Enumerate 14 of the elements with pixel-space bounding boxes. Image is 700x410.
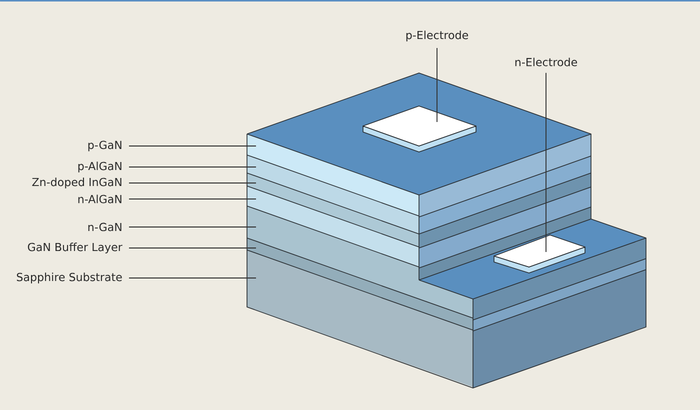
leader-line bbox=[128, 182, 256, 184]
layer-label: p-Electrode bbox=[406, 30, 468, 42]
layer-label: Sapphire Substrate bbox=[16, 272, 122, 284]
leader-line bbox=[128, 198, 256, 200]
layer-label: Zn-doped InGaN bbox=[32, 178, 122, 188]
leader-line bbox=[128, 166, 256, 168]
layer-label: p-GaN bbox=[88, 140, 122, 152]
layer-label: n-GaN bbox=[88, 222, 122, 232]
layer-label: GaN Buffer Layer bbox=[28, 242, 122, 254]
layer-label: n-AlGaN bbox=[78, 194, 122, 204]
layer-label: p-AlGaN bbox=[78, 162, 122, 172]
layer-label: n-Electrode bbox=[515, 58, 578, 66]
leader-line bbox=[128, 226, 256, 228]
leader-line bbox=[436, 47, 438, 122]
